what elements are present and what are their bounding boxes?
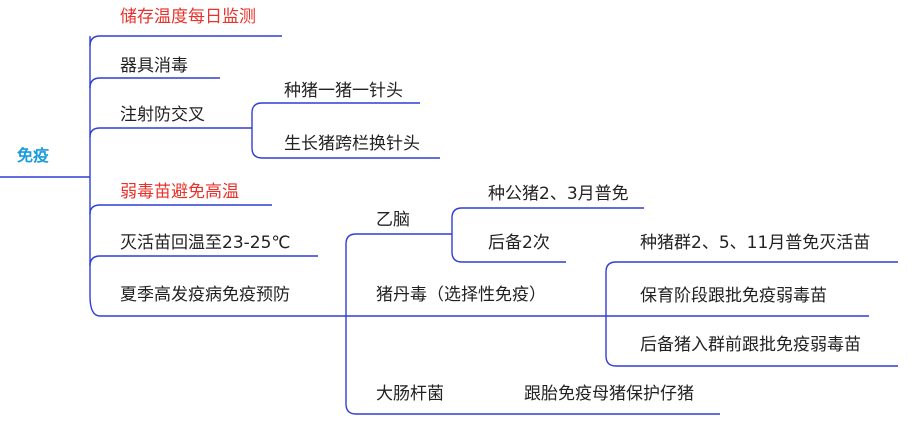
sub-line-injection-2 — [251, 128, 440, 159]
branch-summer-diseases: 夏季高发疫病免疫预防 — [120, 285, 290, 305]
branch-inactivated-vaccine: 灭活苗回温至23-25℃ — [120, 233, 291, 253]
sub-trunk-jev — [451, 207, 644, 234]
leaf-gilt-twice: 后备2次 — [488, 233, 550, 253]
leaf-breeder-herd-inactivated: 种猪群2、5、11月普免灭活苗 — [640, 233, 871, 253]
leaf-needle-growing: 生长猪跨栏换针头 — [284, 134, 420, 154]
node-jev: 乙脑 — [376, 210, 410, 230]
branch-line-1 — [89, 35, 282, 47]
sub-line-ecoli — [345, 316, 476, 415]
branch-line-3 — [89, 127, 252, 138]
leaf-sow-vaccination: 跟胎免疫母猪保护仔猪 — [524, 384, 694, 404]
branch-storage-temp: 储存温度每日监测 — [120, 7, 256, 27]
sub-line-erysipelas-1 — [605, 261, 898, 316]
node-ecoli: 大肠杆菌 — [376, 384, 444, 404]
branch-attenuated-vaccine: 弱毒苗避免高温 — [120, 182, 239, 202]
root-node: 免疫 — [17, 146, 50, 165]
leaf-gilt-entry-attenuated: 后备猪入群前跟批免疫弱毒苗 — [640, 335, 861, 355]
branch-line-2 — [89, 77, 220, 89]
sub-trunk-summer — [345, 233, 452, 316]
branch-injection: 注射防交叉 — [120, 105, 205, 125]
sub-line-jev-2 — [451, 234, 566, 263]
leaf-one-needle-breeder: 种猪一猪一针头 — [284, 81, 403, 101]
branch-line-5 — [89, 255, 318, 267]
branch-line-4 — [89, 204, 272, 215]
leaf-nursery-attenuated: 保育阶段跟批免疫弱毒苗 — [640, 286, 827, 306]
sub-trunk-injection — [251, 102, 420, 128]
main-trunk — [89, 36, 101, 317]
sub-line-erysipelas-3 — [605, 316, 898, 367]
branch-disinfection: 器具消毒 — [120, 56, 188, 76]
leaf-boar-vaccination: 种公猪2、3月普免 — [488, 184, 629, 204]
node-erysipelas: 猪丹毒（选择性免疫） — [376, 285, 546, 305]
